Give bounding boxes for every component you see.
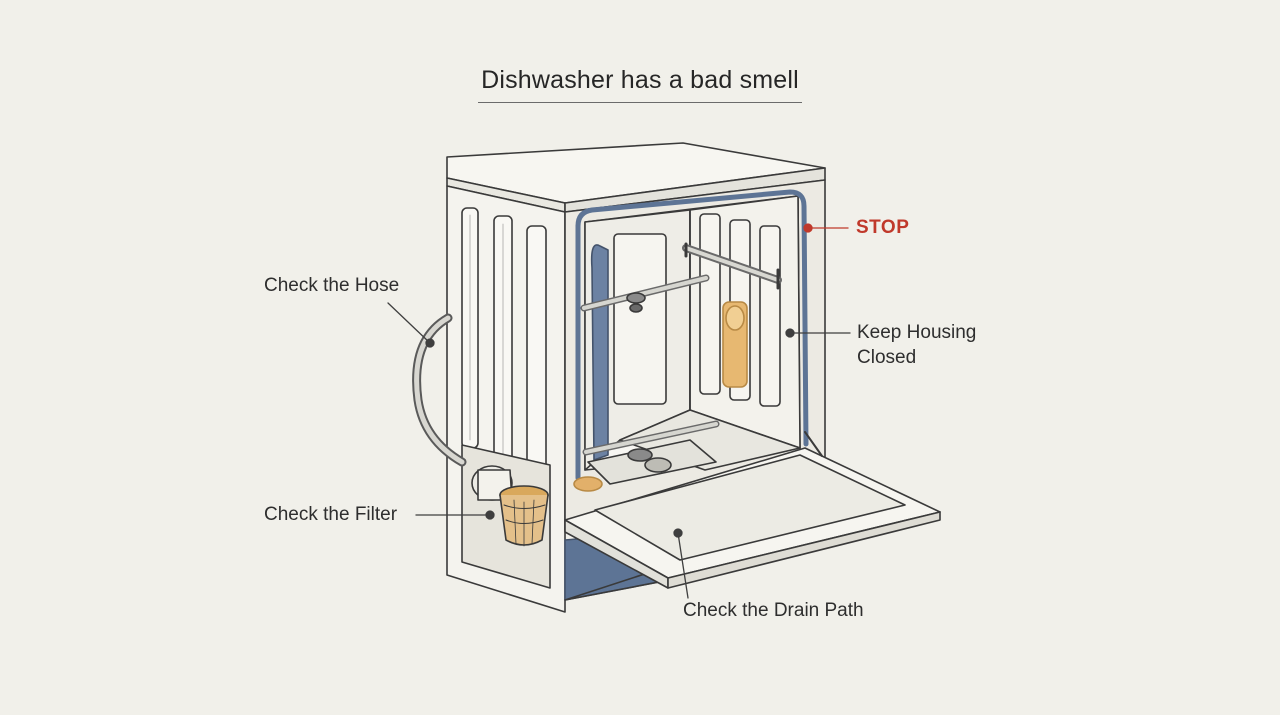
callout-keep-housing-closed: Keep Housing Closed [857, 320, 976, 370]
title-underline [478, 102, 802, 103]
cabinet-top [446, 142, 826, 213]
lower-spray-arm-icon [573, 420, 720, 492]
callout-keep-housing-line2: Closed [857, 347, 917, 368]
callout-keep-housing-line1: Keep Housing [857, 322, 977, 343]
diagram-title: Dishwasher has a bad smell [481, 66, 799, 94]
door-gasket [575, 189, 809, 481]
rack-rail [682, 242, 782, 290]
drain-hose-icon [412, 313, 467, 467]
callout-check-drain-path: Check the Drain Path [683, 600, 864, 621]
filter-cup-icon [499, 485, 549, 547]
callout-check-hose: Check the Hose [264, 275, 400, 296]
upper-spray-arm-icon [580, 274, 710, 313]
open-door [564, 431, 941, 589]
detergent-housing-icon [722, 301, 748, 388]
callout-stop: STOP [856, 217, 910, 238]
callout-check-filter: Check the Filter [264, 504, 398, 525]
callout-leaders [387, 223, 851, 599]
